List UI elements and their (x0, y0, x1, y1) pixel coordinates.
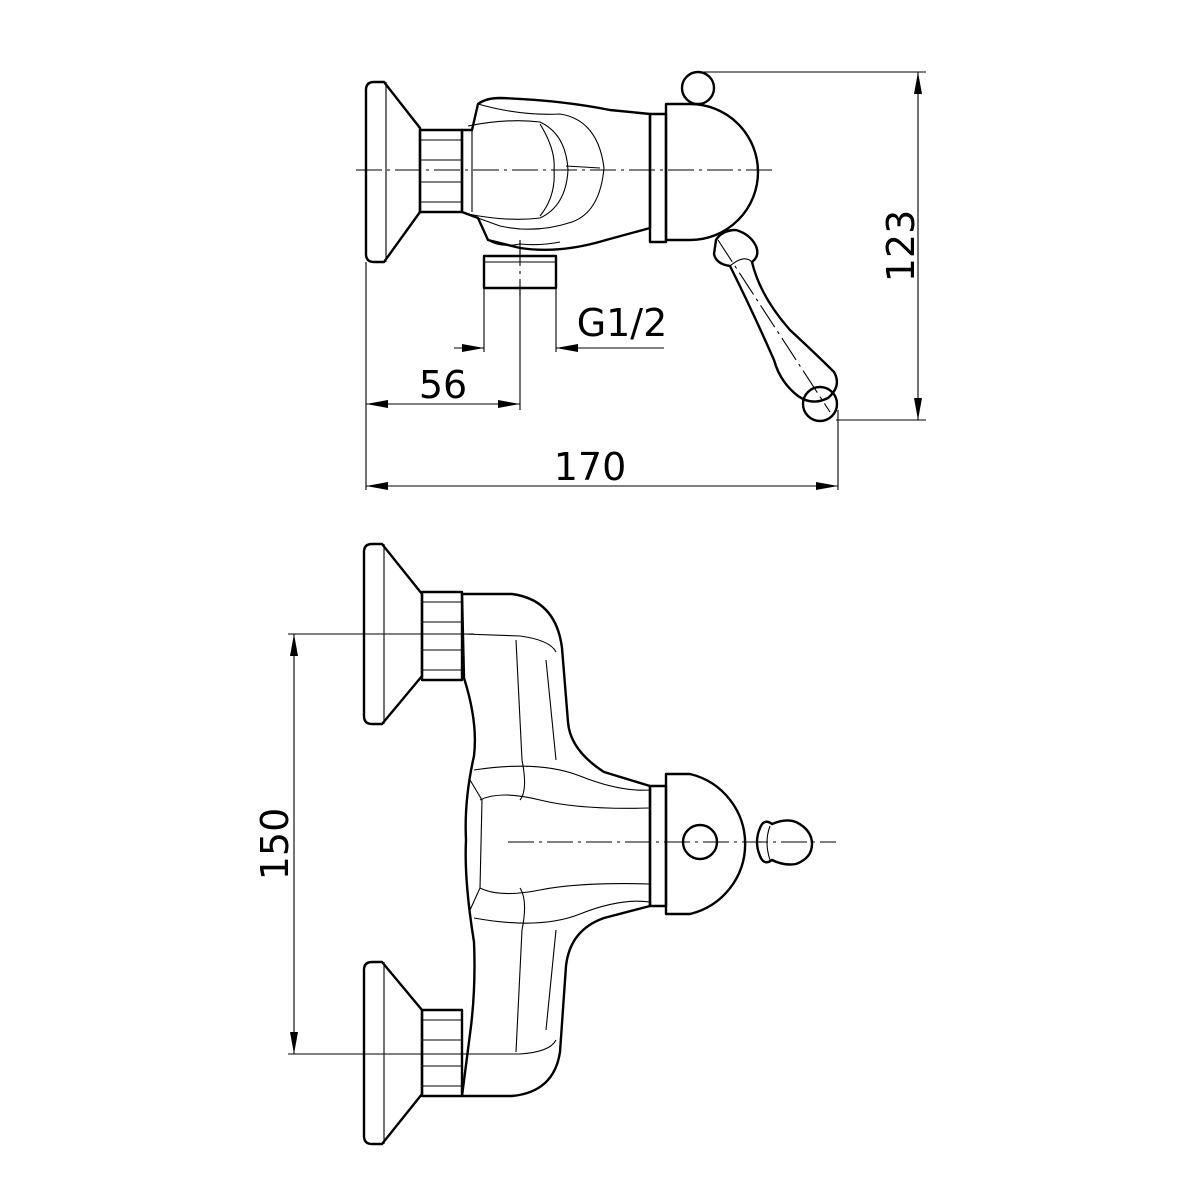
side-wall-flange (364, 80, 422, 264)
dim-height-label: 123 (879, 210, 923, 283)
side-mixer-body (460, 96, 652, 251)
top-lower-wall-flange (362, 960, 424, 1146)
dim-outlet-offset: 56 (365, 262, 521, 490)
dim-outlet-thread-label: G1/2 (577, 301, 668, 345)
side-hex-nut (418, 128, 464, 214)
dim-height: 123 (700, 71, 926, 421)
dim-outlet-offset-label: 56 (419, 363, 467, 407)
top-upper-hex-nut (420, 590, 464, 682)
side-centerline-lever (717, 239, 831, 413)
side-lever-handle (712, 228, 839, 423)
dim-overall-length: 170 (366, 410, 839, 490)
side-view: 123 G1/2 56 170 (356, 70, 926, 490)
top-mixer-body (460, 592, 652, 1098)
side-cartridge-knob (648, 70, 760, 244)
top-cartridge-knob (648, 772, 747, 916)
dim-inlet-spacing: 150 (253, 634, 298, 1054)
dim-overall-length-label: 170 (554, 445, 627, 489)
dim-inlet-spacing-label: 150 (253, 808, 297, 881)
top-view: 150 (253, 542, 836, 1146)
dim-outlet-thread: G1/2 (454, 288, 667, 352)
top-lower-hex-nut (420, 1008, 464, 1098)
